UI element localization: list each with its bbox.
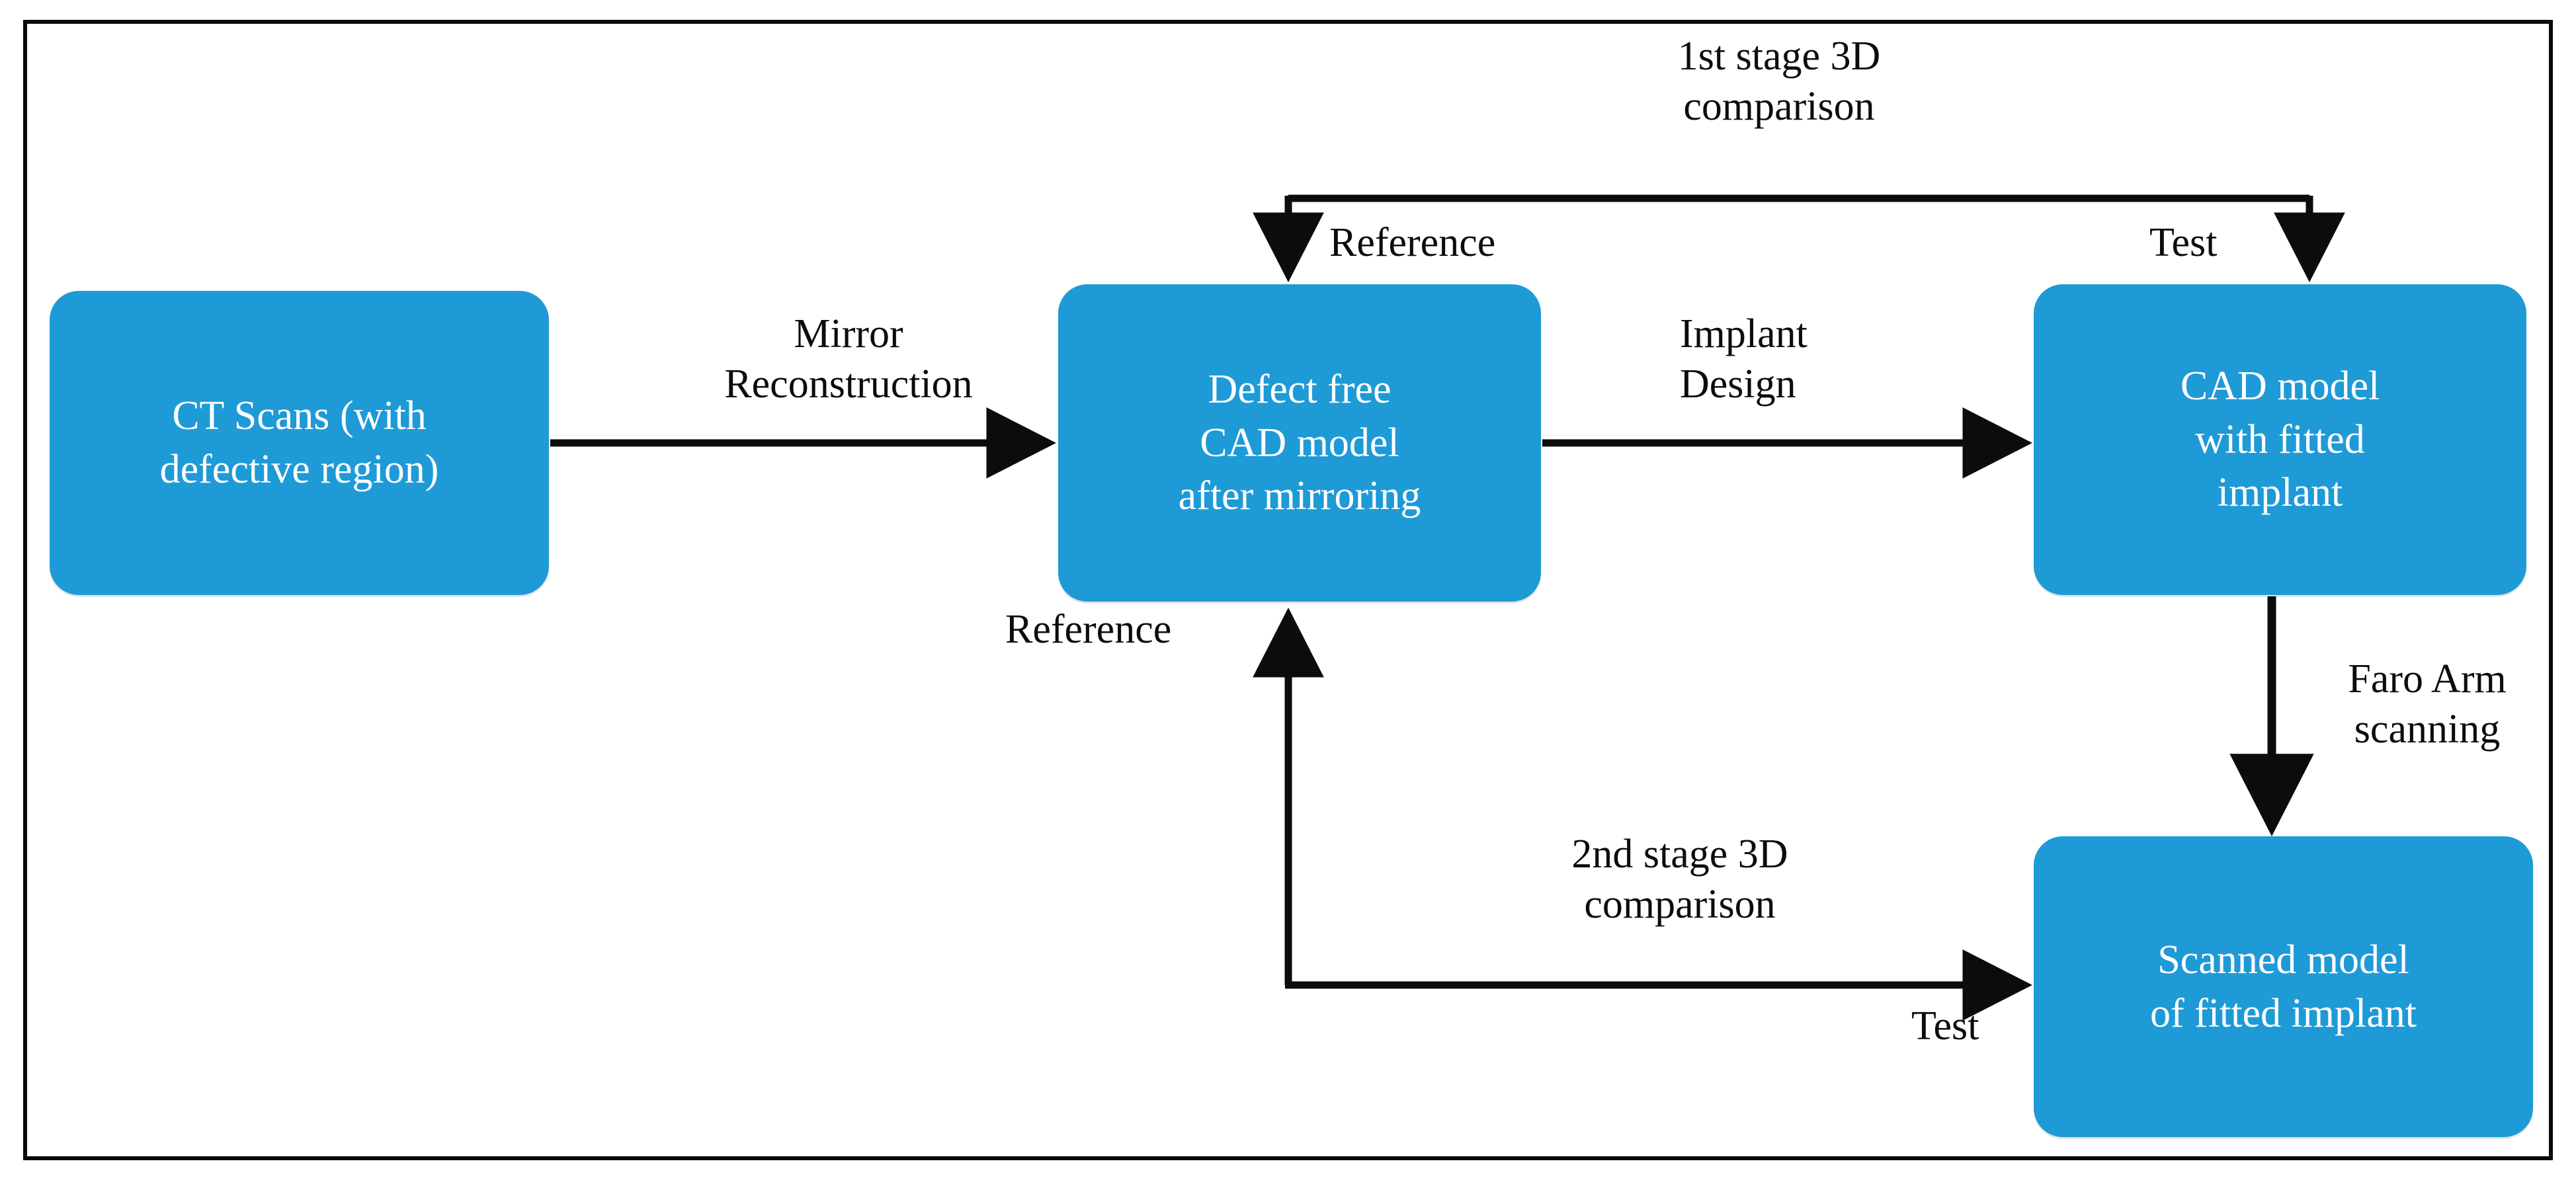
node-scanned-model-label: Scanned model of fitted implant — [2150, 937, 2417, 1036]
edge-label-mirror-reconstruction: Mirror Reconstruction — [724, 311, 973, 407]
node-ct-scans[interactable]: CT Scans (with defective region) — [50, 291, 549, 595]
edge-label-test-bottom: Test — [1911, 1004, 1979, 1049]
edge-label-implant-design: Implant Design — [1680, 311, 1807, 407]
node-cad-with-implant[interactable]: CAD model with fitted implant — [2034, 284, 2526, 595]
node-defect-free-cad[interactable]: Defect free CAD model after mirroring — [1058, 284, 1541, 602]
edge-label-test-top: Test — [2149, 220, 2218, 265]
node-ct-scans-label: CT Scans (with defective region) — [159, 393, 439, 492]
edge-label-stage2-comparison: 2nd stage 3D comparison — [1571, 832, 1788, 927]
node-cad-with-implant-label: CAD model with fitted implant — [2180, 364, 2380, 516]
edge-label-reference-top: Reference — [1329, 220, 1496, 265]
node-scanned-model[interactable]: Scanned model of fitted implant — [2034, 836, 2533, 1137]
node-defect-free-cad-label: Defect free CAD model after mirroring — [1178, 367, 1421, 519]
edge-label-faro-arm-scanning: Faro Arm scanning — [2348, 656, 2507, 752]
edge-label-reference-bottom: Reference — [1005, 607, 1172, 652]
edge-label-stage1-comparison: 1st stage 3D comparison — [1677, 34, 1881, 129]
